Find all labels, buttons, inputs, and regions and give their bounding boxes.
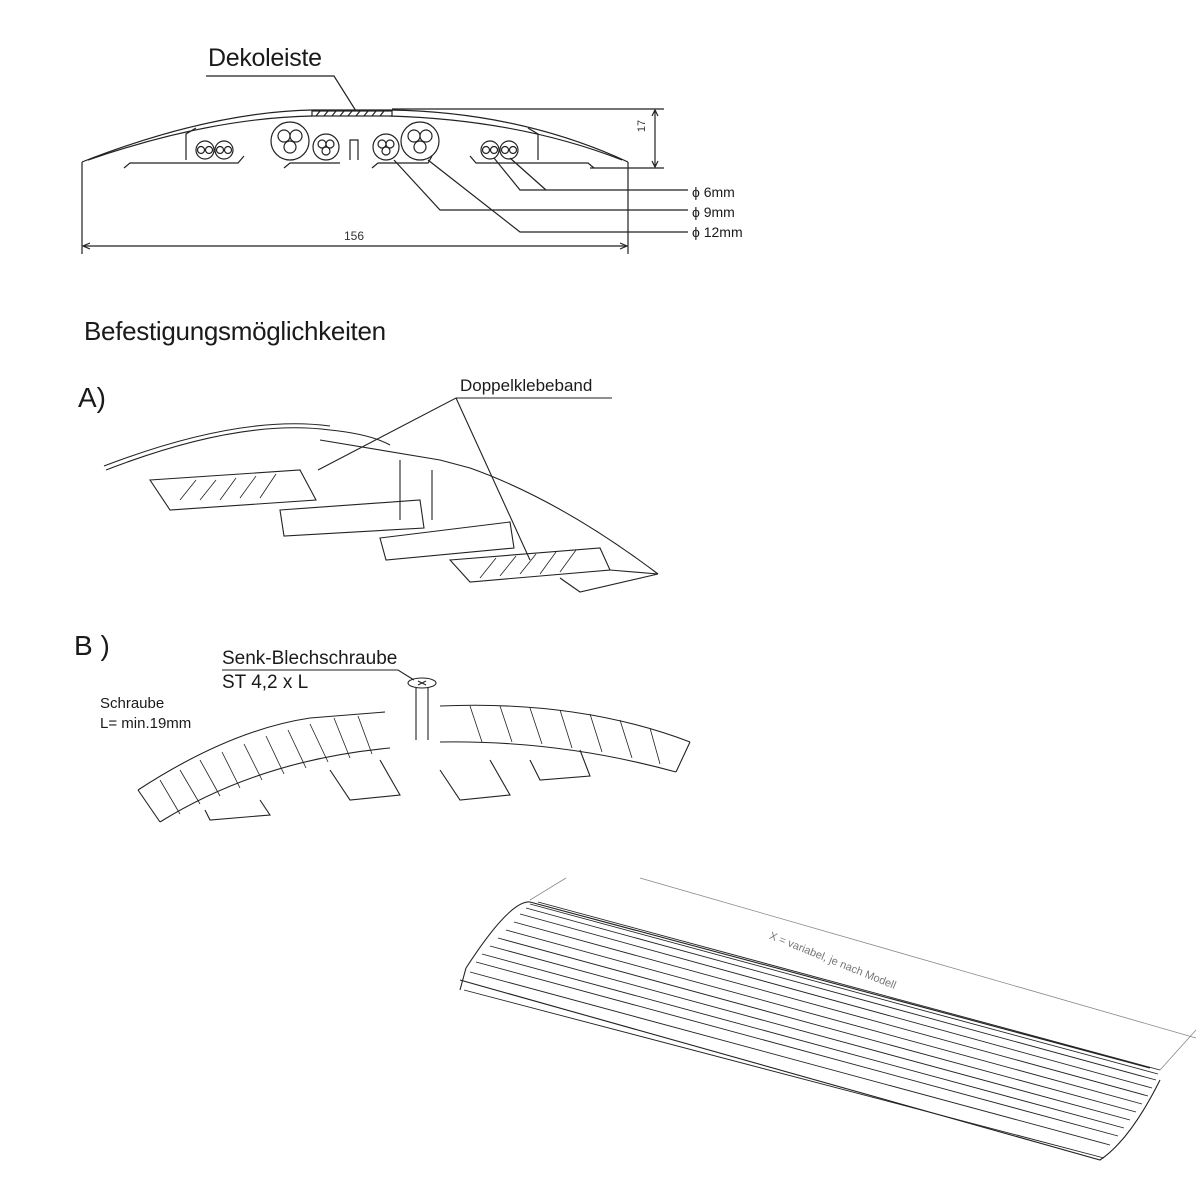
width-dimension-label: 156 xyxy=(344,229,365,243)
screw-note-title: Schraube xyxy=(100,695,165,712)
option-a-label: A) xyxy=(78,382,106,413)
option-b-label: B ) xyxy=(74,630,110,661)
screw-spec-callout: ST 4,2 x L xyxy=(222,672,309,693)
cable-diameter-12mm: ϕ 12mm xyxy=(692,224,743,240)
screw-min-length-note: L= min.19mm xyxy=(100,715,192,732)
section-title: Befestigungsmöglichkeiten xyxy=(84,316,386,346)
doppelklebeband-callout: Doppelklebeband xyxy=(460,376,593,395)
height-dimension-label: 17 xyxy=(636,119,649,133)
dekoleiste-label: Dekoleiste xyxy=(208,44,322,72)
option-a-drawing xyxy=(103,397,659,593)
cable-diameter-6mm: ϕ 6mm xyxy=(692,184,735,200)
option-b-drawing xyxy=(137,669,691,823)
screw-type-callout: Senk-Blechschraube xyxy=(222,648,398,669)
perspective-profile-drawing xyxy=(459,877,1197,1161)
cross-section-drawing xyxy=(81,75,688,254)
cable-diameter-9mm: ϕ 9mm xyxy=(692,204,735,220)
